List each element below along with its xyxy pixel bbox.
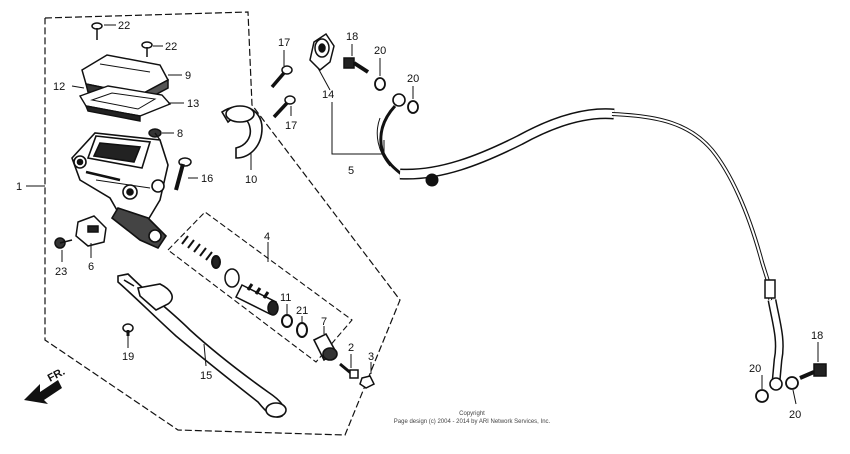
master-cylinder-body <box>71 132 169 250</box>
copyright-notice: Copyright Page design (c) 2004 - 2014 by… <box>372 410 572 426</box>
screw-8 <box>148 128 162 141</box>
banjo-fitting <box>309 32 335 72</box>
callout-19: 19 <box>122 351 134 363</box>
bolt-18-bottom <box>799 363 827 380</box>
callout-23: 23 <box>55 266 67 278</box>
callout-11: 11 <box>280 292 291 304</box>
callout-15: 15 <box>200 370 212 382</box>
callout-20a: 20 <box>374 45 386 57</box>
diaphragm-plate <box>78 85 172 122</box>
nut-3 <box>359 375 376 389</box>
callout-13: 13 <box>187 98 199 110</box>
pivot-bolt-2 <box>339 362 359 379</box>
washer-20-top-b <box>407 100 419 114</box>
brake-lever <box>117 273 287 418</box>
callout-6: 6 <box>88 261 94 273</box>
callout-17a: 17 <box>278 37 290 49</box>
screw-22-a <box>91 22 103 40</box>
washer-20-bottom-a <box>755 389 769 403</box>
brake-hose <box>376 93 784 391</box>
callout-20b: 20 <box>407 73 419 85</box>
bolt-17-a <box>270 65 293 89</box>
bolt-16 <box>174 157 192 191</box>
bolt-17-b <box>272 95 296 119</box>
callout-21: 21 <box>296 305 308 317</box>
callout-20c: 20 <box>749 363 761 375</box>
piston-cup <box>224 268 240 288</box>
callout-4: 4 <box>264 231 270 243</box>
callout-12: 12 <box>53 81 65 93</box>
callout-2: 2 <box>348 342 354 354</box>
holder-10 <box>220 105 263 159</box>
callout-22b: 22 <box>165 41 177 53</box>
front-arrow-marker: FR. <box>24 366 67 404</box>
piston <box>234 283 279 316</box>
callout-18b: 18 <box>811 330 823 342</box>
piston-kit-outline <box>167 211 353 363</box>
screw-22-b <box>141 41 153 57</box>
callout-16: 16 <box>201 173 213 185</box>
front-marker-label: FR. <box>46 366 67 385</box>
copyright-line-2: Page design (c) 2004 - 2014 by ARI Netwo… <box>393 419 551 425</box>
washer-20-bottom-b <box>785 376 799 390</box>
circlip-21 <box>296 322 308 338</box>
callout-10: 10 <box>245 174 257 186</box>
washer-20-top-a <box>374 77 386 91</box>
callout-20d: 20 <box>789 409 801 421</box>
bolt-18-top <box>343 57 370 74</box>
callout-7: 7 <box>321 316 327 328</box>
callout-22a: 22 <box>118 20 130 32</box>
leader-lines <box>26 24 819 405</box>
callout-labels: 22 22 9 12 13 8 16 1 10 6 23 17 17 14 5 … <box>16 20 823 421</box>
callout-17b: 17 <box>285 120 297 132</box>
callout-3: 3 <box>368 351 374 363</box>
washer-11 <box>281 314 293 328</box>
copyright-line-1: Copyright <box>459 411 485 417</box>
callout-9: 9 <box>185 70 191 82</box>
screw-19 <box>122 323 134 336</box>
piston-spring <box>181 235 221 269</box>
callout-5: 5 <box>348 165 354 177</box>
callout-8: 8 <box>177 128 183 140</box>
assembly-outline <box>44 11 401 436</box>
callout-1: 1 <box>16 181 22 193</box>
screw-23 <box>54 237 73 249</box>
boot-7 <box>312 332 338 362</box>
brake-switch <box>75 215 107 247</box>
callout-18a: 18 <box>346 31 358 43</box>
callout-14: 14 <box>322 89 334 101</box>
